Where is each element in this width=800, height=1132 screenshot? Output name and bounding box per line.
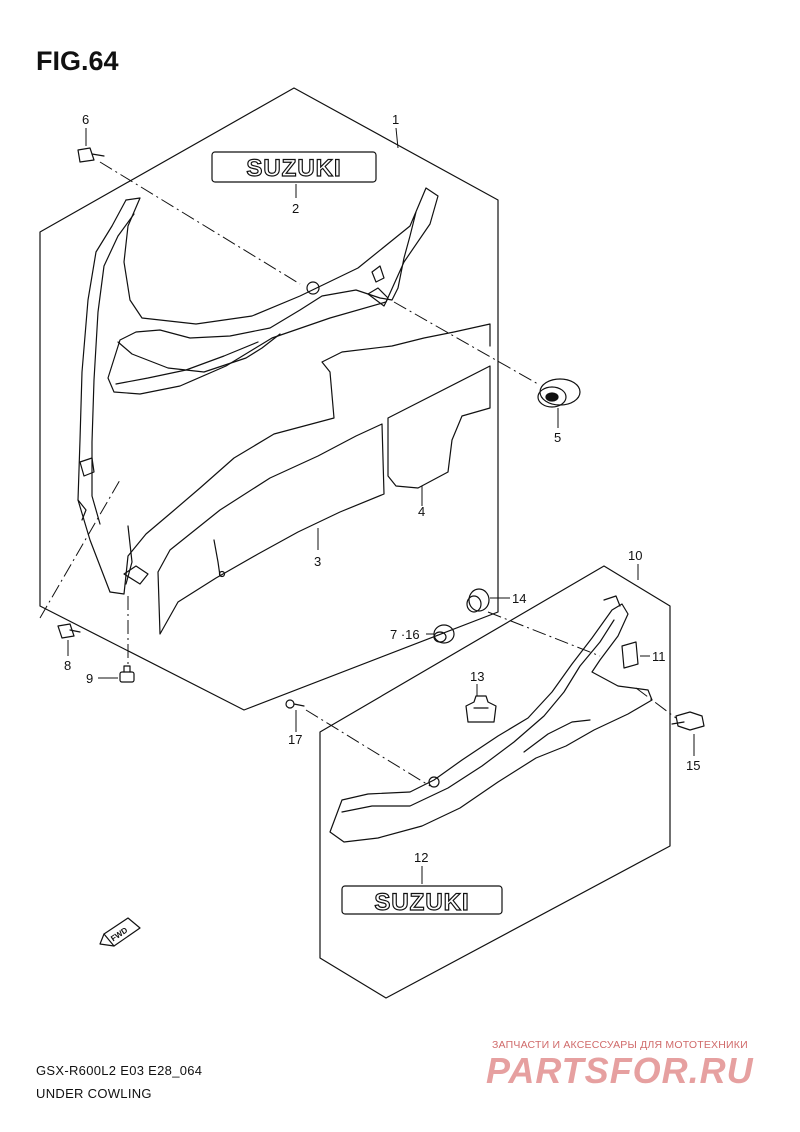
callout-4: 4	[418, 504, 425, 519]
screw-17	[285, 699, 305, 709]
pad-11	[621, 641, 639, 669]
assembly-line	[393, 301, 539, 385]
callout-17: 17	[288, 732, 302, 747]
callout-3: 3	[314, 554, 321, 569]
callout-9: 9	[86, 671, 93, 686]
inner-lower-panel	[157, 423, 385, 635]
suzuki-emblem-lower	[341, 885, 503, 915]
leader-1	[395, 127, 399, 149]
callout-1: 1	[392, 112, 399, 127]
callout-7-16: 7 ·16	[390, 627, 420, 642]
callout-13: 13	[470, 669, 484, 684]
watermark-tagline: ЗАПЧАСТИ И АКСЕССУАРЫ ДЛЯ МОТОТЕХНИКИ	[492, 1039, 748, 1051]
callout-14: 14	[512, 591, 526, 606]
watermark-logo: PARTSFOR.RU	[486, 1050, 754, 1091]
upper-group-frame	[39, 87, 499, 711]
grommet-5	[537, 378, 581, 408]
callout-6: 6	[82, 112, 89, 127]
bolt-15	[671, 711, 705, 731]
grommet-14	[466, 588, 490, 613]
suzuki-emblem-upper	[211, 151, 377, 183]
assembly-line	[39, 479, 121, 619]
emblem-text-lower: SUZUKI	[374, 889, 469, 916]
under-cowling-left-panel	[77, 187, 491, 595]
assembly-line	[305, 709, 431, 787]
inner-small-panel	[387, 365, 491, 489]
lower-cowling-panel	[329, 595, 653, 843]
screw-8	[57, 623, 81, 639]
figure-title: FIG.64	[36, 46, 119, 76]
emblem-text-upper: SUZUKI	[246, 155, 341, 182]
callout-5: 5	[554, 430, 561, 445]
callout-2: 2	[292, 201, 299, 216]
assembly-line	[99, 161, 301, 285]
forward-arrow-icon	[99, 917, 141, 947]
model-code: GSX-R600L2 E03 E28_064	[36, 1063, 203, 1078]
callout-11: 11	[652, 649, 666, 664]
assembly-line	[635, 687, 677, 719]
screw-6	[77, 147, 105, 163]
nut-9	[119, 665, 135, 683]
callout-8: 8	[64, 658, 71, 673]
callout-12: 12	[414, 850, 428, 865]
callout-10: 10	[628, 548, 642, 563]
clip-13	[465, 695, 497, 723]
grommet-7-16	[433, 624, 455, 644]
callout-15: 15	[686, 758, 700, 773]
assembly-line	[487, 611, 601, 657]
lower-group-frame	[319, 565, 671, 999]
figure-caption: UNDER COWLING	[36, 1086, 152, 1101]
